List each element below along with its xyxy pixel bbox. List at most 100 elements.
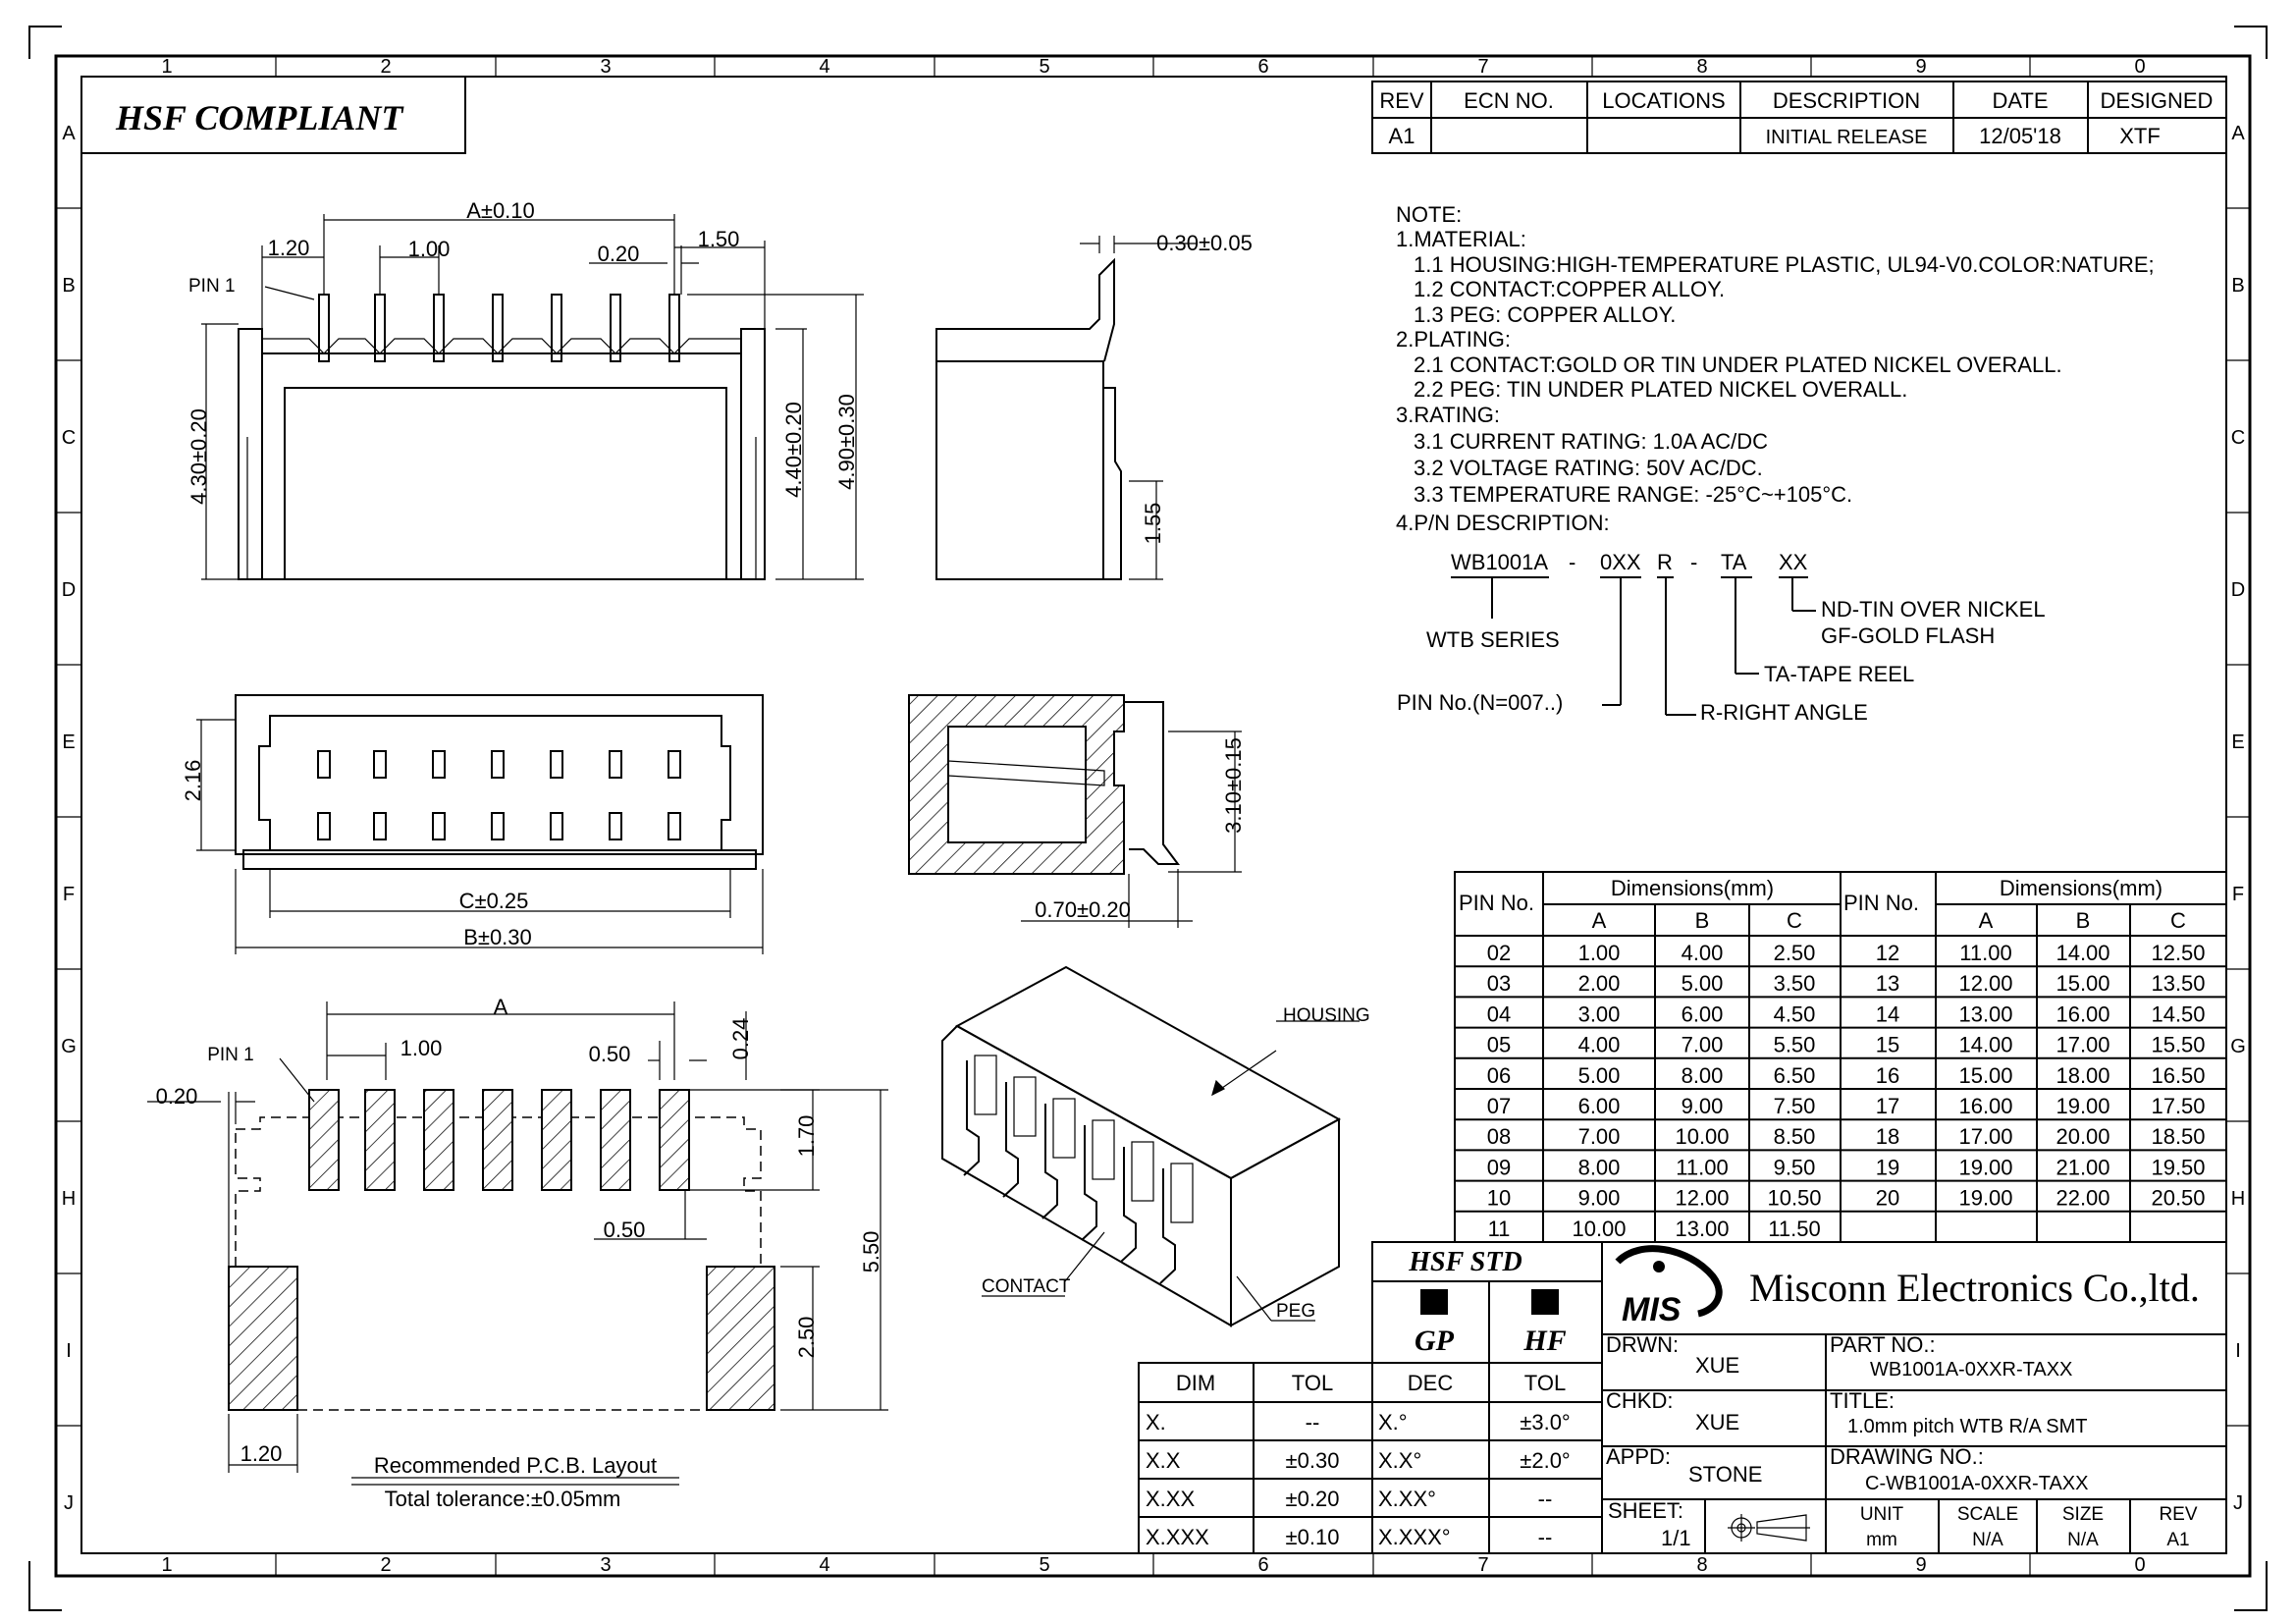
tolerance-cell: X.X° bbox=[1378, 1448, 1421, 1473]
dim-0-20: 0.20 bbox=[598, 242, 640, 266]
hsf-compliant-box bbox=[80, 76, 466, 154]
iso-contact-slot bbox=[974, 1055, 997, 1115]
revision-table: REV ECN NO. LOCATIONS DESCRIPTION DATE D… bbox=[1371, 81, 2227, 154]
pcb-pad bbox=[482, 1089, 513, 1191]
notes: NOTE:1.MATERIAL:1.1 HOUSING:HIGH-TEMPERA… bbox=[1396, 202, 2155, 535]
company-name: Misconn Electronics Co.,ltd. bbox=[1749, 1266, 2200, 1310]
zone-column-label: 1 bbox=[161, 56, 172, 78]
dimension-cell: 3.00 bbox=[1578, 1001, 1621, 1026]
zone-row-label: I bbox=[2235, 1340, 2241, 1362]
zone-row-label: F bbox=[2232, 884, 2244, 905]
dim-1-55: 1.55 bbox=[1141, 503, 1165, 545]
description-header: DESCRIPTION bbox=[1773, 88, 1920, 113]
pin1-label: PIN 1 bbox=[188, 276, 236, 297]
contact bbox=[667, 812, 681, 840]
dim-pitch: 1.00 bbox=[408, 237, 451, 261]
dimension-cell: 6.00 bbox=[1682, 1001, 1724, 1026]
pin bbox=[433, 294, 445, 362]
part-no-value: WB1001A-0XXR-TAXX bbox=[1870, 1359, 2072, 1380]
tol-header: TOL bbox=[1292, 1371, 1333, 1395]
zone-column-label: 6 bbox=[1257, 56, 1268, 78]
dimension-cell: 16 bbox=[1876, 1063, 1899, 1088]
tolerance-cell: ±3.0° bbox=[1520, 1410, 1570, 1435]
pin bbox=[551, 294, 562, 362]
dimension-cell: 20.00 bbox=[2056, 1124, 2109, 1149]
contact bbox=[373, 812, 387, 840]
section-view: 3.10±0.15 0.70±0.20 bbox=[908, 694, 1246, 928]
dimension-cell: 21.00 bbox=[2056, 1155, 2109, 1179]
zone-column-label: 0 bbox=[2134, 56, 2145, 78]
pn-dash: - bbox=[1690, 550, 1697, 574]
dim-1-50: 1.50 bbox=[698, 227, 740, 251]
locations-header: LOCATIONS bbox=[1602, 88, 1726, 113]
scale-value: N/A bbox=[1972, 1530, 2003, 1550]
zone-column-label: 5 bbox=[1039, 56, 1049, 78]
dimension-cell: 11 bbox=[1488, 1217, 1511, 1241]
contact bbox=[373, 750, 387, 779]
iso-contact bbox=[1041, 1104, 1058, 1219]
title-block: MIS Misconn Electronics Co.,ltd. DRWN: X… bbox=[1601, 1241, 2227, 1554]
tolerance-cell: X.XXX bbox=[1146, 1525, 1209, 1549]
dimension-cell: 4.50 bbox=[1774, 1001, 1816, 1026]
dim-header: DIM bbox=[1176, 1371, 1215, 1395]
date-value: 12/05'18 bbox=[1979, 124, 2061, 148]
dimension-cell: 16.50 bbox=[2151, 1063, 2205, 1088]
pn-packing-desc: TA-TAPE REEL bbox=[1764, 662, 1914, 686]
dimension-cell: 04 bbox=[1487, 1001, 1511, 1026]
tolerance-cell: ±2.0° bbox=[1520, 1448, 1570, 1473]
dim-5-50: 5.50 bbox=[859, 1231, 883, 1273]
ecn-header: ECN NO. bbox=[1464, 88, 1554, 113]
pcb-pad bbox=[659, 1089, 690, 1191]
rev-value: A1 bbox=[2166, 1530, 2189, 1550]
dimension-cell: 7.50 bbox=[1774, 1094, 1816, 1118]
zone-column-label: 9 bbox=[1915, 1554, 1926, 1576]
zone-column-label: 3 bbox=[600, 56, 611, 78]
dimension-cell: 12.00 bbox=[1958, 971, 2012, 996]
tolerance-row: X.--X.°±3.0° bbox=[1146, 1410, 1571, 1435]
dimension-cell: 16.00 bbox=[2056, 1001, 2109, 1026]
pin-no-header: PIN No. bbox=[1459, 891, 1534, 915]
zone-row-label: D bbox=[2231, 579, 2245, 601]
dim-a: A±0.10 bbox=[466, 198, 535, 223]
zone-column-label: 9 bbox=[1915, 56, 1926, 78]
dec-header: DEC bbox=[1408, 1371, 1454, 1395]
zone-column-label: 8 bbox=[1696, 56, 1707, 78]
dimension-cell: 7.00 bbox=[1682, 1033, 1724, 1057]
col-a-header: A bbox=[1979, 908, 1994, 933]
dimension-cell: 15 bbox=[1876, 1033, 1899, 1057]
dimension-cell: 10.00 bbox=[1675, 1124, 1729, 1149]
dimension-cell: 17.50 bbox=[2151, 1094, 2205, 1118]
rev-label: REV bbox=[2159, 1504, 2197, 1525]
dimension-cell: 17 bbox=[1876, 1094, 1899, 1118]
dim-1-20: 1.20 bbox=[240, 1441, 283, 1466]
dimension-cell: 8.00 bbox=[1682, 1063, 1724, 1088]
zone-row-label: H bbox=[2231, 1188, 2245, 1210]
unit-label: UNIT bbox=[1860, 1504, 1904, 1525]
size-value: N/A bbox=[2067, 1530, 2099, 1550]
drawing-no-label: DRAWING NO.: bbox=[1830, 1444, 1984, 1469]
zone-row-label: E bbox=[2231, 731, 2244, 753]
note-line: 3.RATING: bbox=[1396, 403, 1500, 427]
chkd-value: XUE bbox=[1695, 1410, 1739, 1435]
dimension-cell: 12 bbox=[1876, 941, 1899, 965]
dimension-cell: 2.50 bbox=[1774, 941, 1816, 965]
dimension-cell: 17.00 bbox=[1958, 1124, 2012, 1149]
title-label: TITLE: bbox=[1830, 1388, 1895, 1413]
dimension-cell: 20 bbox=[1876, 1186, 1899, 1211]
iso-contact-slot bbox=[1092, 1119, 1115, 1180]
pn-plating-desc: ND-TIN OVER NICKEL bbox=[1821, 597, 2046, 622]
pcb-tolerance: Total tolerance:±0.05mm bbox=[385, 1487, 621, 1511]
dimension-cell: 18.50 bbox=[2151, 1124, 2205, 1149]
dimension-cell: 5.00 bbox=[1578, 1063, 1621, 1088]
dim-0-70: 0.70±0.20 bbox=[1035, 897, 1131, 922]
iso-contact bbox=[963, 1060, 980, 1176]
zone-column-label: 3 bbox=[600, 1554, 611, 1576]
size-label: SIZE bbox=[2062, 1504, 2104, 1525]
pcb-layout: A PIN 1 1.00 0.50 0.24 0.20 1.70 0.50 5.… bbox=[147, 995, 888, 1511]
dimension-cell: 22.00 bbox=[2056, 1186, 2109, 1211]
